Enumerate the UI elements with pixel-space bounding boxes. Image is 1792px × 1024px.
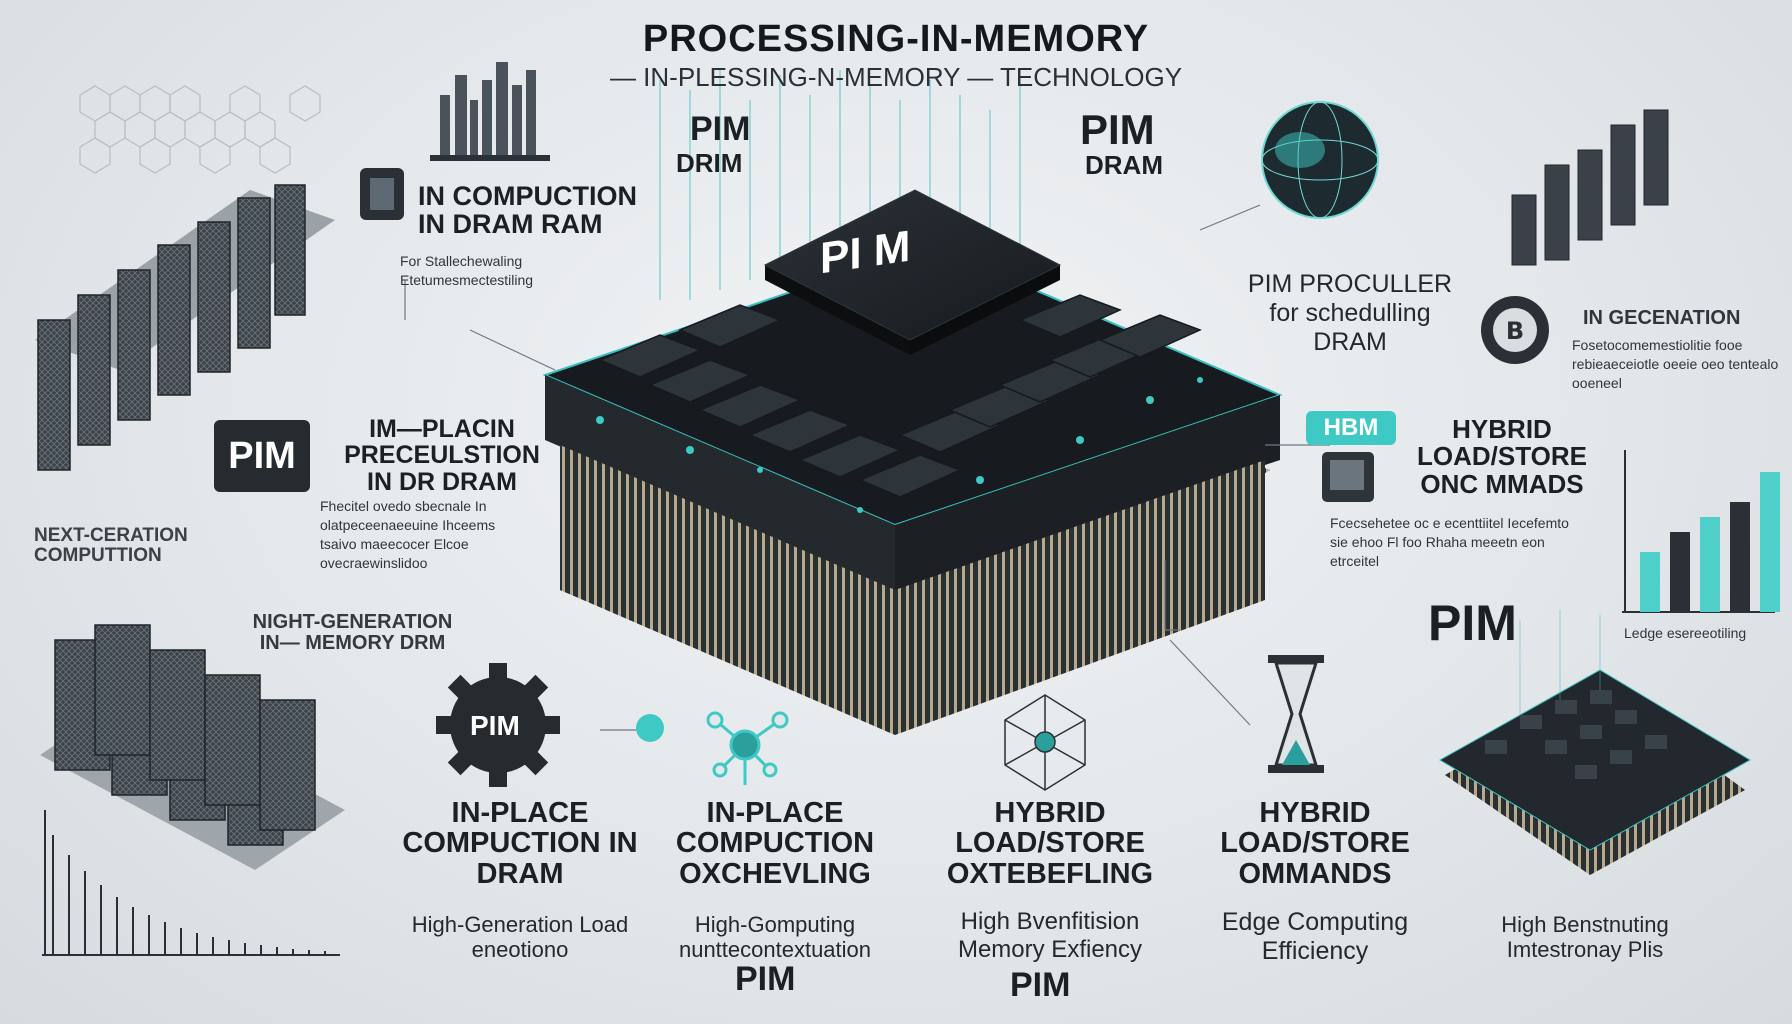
decay-bar xyxy=(180,928,182,955)
decay-bar xyxy=(116,897,118,955)
in-generation-description: Fosetocomemestiolitie fooe rebieaeceiotl… xyxy=(1572,337,1779,391)
pim-badge-left: PIM xyxy=(214,420,310,492)
bottom-col4-subtitle: Edge Computing Efficiency xyxy=(1221,908,1409,965)
decay-bar xyxy=(196,933,198,955)
night-generation-label: NIGHT-GENERATION IN— MEMORY DRM xyxy=(252,611,453,654)
right-chart-bar xyxy=(1700,517,1720,612)
bar-blocks-top-right xyxy=(1511,109,1669,266)
small-chip-right xyxy=(1439,610,1751,875)
gear-pim-label: PIM xyxy=(470,710,520,741)
bottom-col3-subtitle: High Bvenfitision Memory Exfiency xyxy=(957,908,1143,963)
decay-bar xyxy=(100,885,102,955)
decay-bar xyxy=(244,943,246,955)
bottom-col2-title: IN-PLACE COMPUCTION OXCHEVLING xyxy=(675,797,875,890)
geodesic-icon xyxy=(1004,694,1086,791)
globe-icon xyxy=(1261,101,1379,219)
bottom-col3-pim: PIM xyxy=(1010,966,1071,1004)
bottom-col3-title: HYBRID LOAD/STORE OXTEBEFLING xyxy=(946,797,1154,890)
next-generation-label: NEXT-CERATION COMPUTTION xyxy=(34,525,188,566)
decay-bar xyxy=(132,907,134,955)
decay-bar xyxy=(276,947,278,955)
top-right-dram: DRAM xyxy=(1085,150,1163,180)
inplace-description: Fhecitel ovedo sbecnale In olatpeceenaee… xyxy=(320,498,496,571)
decay-bar xyxy=(228,940,230,955)
controller-label: PIM PROCULLER for schedulling DRAM xyxy=(1247,270,1453,356)
server-stack-left xyxy=(40,624,345,870)
bar-chart-right xyxy=(1622,450,1780,613)
gear-icon xyxy=(436,663,560,787)
decay-bar xyxy=(84,871,86,955)
bottom-col1-title: IN-PLACE COMPUCTION IN DRAM xyxy=(402,797,638,890)
hbm-badge: HBM xyxy=(1306,411,1396,445)
decay-bar xyxy=(52,835,54,955)
decay-bar xyxy=(148,915,150,955)
server-racks-left xyxy=(35,184,335,471)
bottom-col2-pim: PIM xyxy=(735,960,796,998)
skyline-icon xyxy=(430,62,550,161)
decay-bar xyxy=(292,949,294,955)
edge-caption: Ledge esereeotiling xyxy=(1624,625,1747,641)
top-right-pim: PIM xyxy=(1080,106,1155,153)
top-left-dram: DRIM xyxy=(676,148,743,178)
right-chart-bar xyxy=(1760,472,1780,612)
decay-bar xyxy=(308,950,310,955)
decay-bar xyxy=(164,922,166,955)
hexagon-pattern xyxy=(79,85,321,174)
inplace-title: IM—PLACIN PRECEULSTION IN DR DRAM xyxy=(344,415,540,496)
network-icon xyxy=(706,711,789,785)
right-chart-bar xyxy=(1730,502,1750,612)
decay-bar xyxy=(324,951,326,955)
pim-chip xyxy=(542,189,1283,735)
decay-bar xyxy=(260,945,262,955)
decay-bar xyxy=(212,937,214,955)
connector-lines xyxy=(404,204,1330,731)
hybrid-load-store-title: HYBRID LOAD/STORE ONC MMADS xyxy=(1417,414,1587,499)
bottom-col4-title: HYBRID LOAD/STORE OMMANDS xyxy=(1220,797,1410,890)
right-chart-bar xyxy=(1670,532,1690,612)
right-chart-bar xyxy=(1640,552,1660,612)
top-left-pim: PIM xyxy=(690,110,751,148)
computation-subtitle: For Stallechewaling Etetumesmectestiling xyxy=(400,253,534,288)
page-subtitle: — IN-PLESSING-N-MEMORY — TECHNOLOGY xyxy=(609,62,1183,92)
hybrid-description: Fcecsehetee oc e ecenttiitel Iecefemto s… xyxy=(1330,515,1569,569)
hourglass-icon xyxy=(1268,655,1324,773)
bottom-col2-subtitle: High-Gomputing nunttecontextuation xyxy=(678,912,872,963)
bottom-col5-subtitle: High Benstnuting Imtestronay Plis xyxy=(1501,912,1669,963)
page-title: PROCESSING-IN-MEMORY xyxy=(642,18,1150,60)
decay-bar xyxy=(68,855,70,955)
in-generation-label: IN GECENATION xyxy=(1583,307,1741,329)
computation-title: IN COMPUCTION IN DRAM RAM xyxy=(418,181,637,240)
svg-text:B: B xyxy=(1506,317,1524,345)
bottom-col1-subtitle: High-Generation Load eneotiono xyxy=(411,912,629,963)
pim-big-label: PIM xyxy=(1428,595,1517,651)
decay-chart xyxy=(42,810,340,956)
